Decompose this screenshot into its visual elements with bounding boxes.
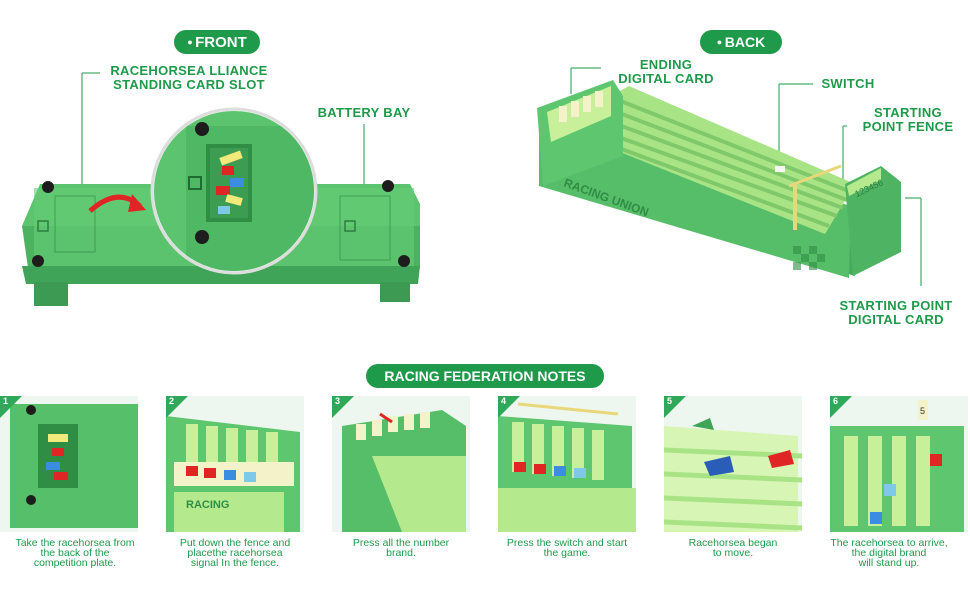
step-2-caption: Put down the fence and placethe racehors… bbox=[179, 537, 291, 569]
front-board-illustration bbox=[22, 72, 420, 306]
step-4-number: 4 bbox=[501, 396, 507, 406]
ending-card-label: ENDING DIGITAL CARD bbox=[618, 57, 714, 86]
switch-label: SWITCH bbox=[821, 76, 875, 91]
step-1-number: 1 bbox=[3, 396, 9, 406]
slot-label: RACEHORSEA LLIANCE STANDING CARD SLOT bbox=[110, 63, 268, 92]
fence-label: STARTING POINT FENCE bbox=[862, 105, 954, 134]
step-6-caption: The racehorsea to arrive, the digital br… bbox=[830, 537, 948, 569]
step-5-caption: Racehorsea began to move. bbox=[688, 537, 778, 559]
start-card-label: STARTING POINT DIGITAL CARD bbox=[839, 298, 953, 327]
step-3-caption: Press all the number brand. bbox=[352, 537, 450, 559]
battery-label: BATTERY BAY bbox=[317, 105, 411, 120]
step-5-panel: 5 bbox=[664, 396, 802, 532]
step-4-caption: Press the switch and start the game. bbox=[506, 537, 628, 559]
step-3-number: 3 bbox=[335, 396, 341, 406]
panel6-flag: 5 bbox=[920, 406, 925, 416]
panel2-board-text: RACING bbox=[186, 499, 229, 511]
step-1-caption: Take the racehorsea from the back of the… bbox=[15, 537, 135, 569]
step-3-panel: 3 bbox=[332, 396, 470, 532]
step-6-panel: 5 6 bbox=[830, 396, 968, 532]
step-4-panel: 4 bbox=[498, 396, 636, 532]
front-badge: ● FRONT bbox=[174, 30, 260, 54]
step-2-panel: RACING 2 bbox=[166, 396, 304, 532]
step-6-number: 6 bbox=[833, 396, 839, 406]
front-badge-text: FRONT bbox=[195, 34, 247, 51]
step-1-panel: 1 bbox=[0, 396, 138, 532]
back-badge-text: BACK bbox=[724, 34, 766, 50]
notes-title: RACING FEDERATION NOTES bbox=[366, 364, 604, 388]
back-board-illustration: 123456 RACING UNION bbox=[537, 67, 922, 286]
step-2-number: 2 bbox=[169, 396, 175, 406]
step-5-number: 5 bbox=[667, 396, 673, 406]
back-badge: ● BACK bbox=[700, 30, 782, 54]
